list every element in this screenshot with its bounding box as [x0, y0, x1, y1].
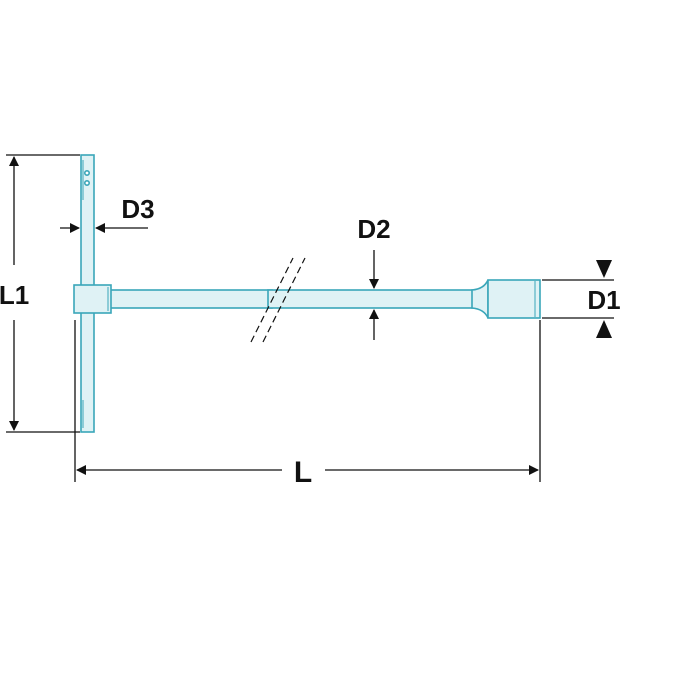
d1-arrowhead-top: [596, 260, 612, 278]
shaft-left: [109, 289, 273, 309]
shaft-taper: [471, 279, 489, 319]
t-bar-hole-2: [84, 180, 91, 187]
shaft-right: [267, 289, 474, 309]
label-d2: D2: [357, 214, 390, 244]
label-d1: D1: [587, 285, 620, 315]
label-l: L: [294, 456, 312, 489]
label-d3: D3: [121, 194, 154, 224]
dimensions: [6, 154, 614, 482]
break-line-2: [262, 257, 306, 343]
break-line-1: [250, 257, 294, 343]
label-l1: L1: [0, 280, 29, 310]
tool-outline: [73, 154, 541, 433]
socket: [487, 279, 541, 319]
d1-arrows: [596, 260, 612, 338]
d1-arrowhead-bottom: [596, 320, 612, 338]
sliding-head: [73, 284, 112, 314]
t-bar-hole-1: [84, 170, 91, 177]
